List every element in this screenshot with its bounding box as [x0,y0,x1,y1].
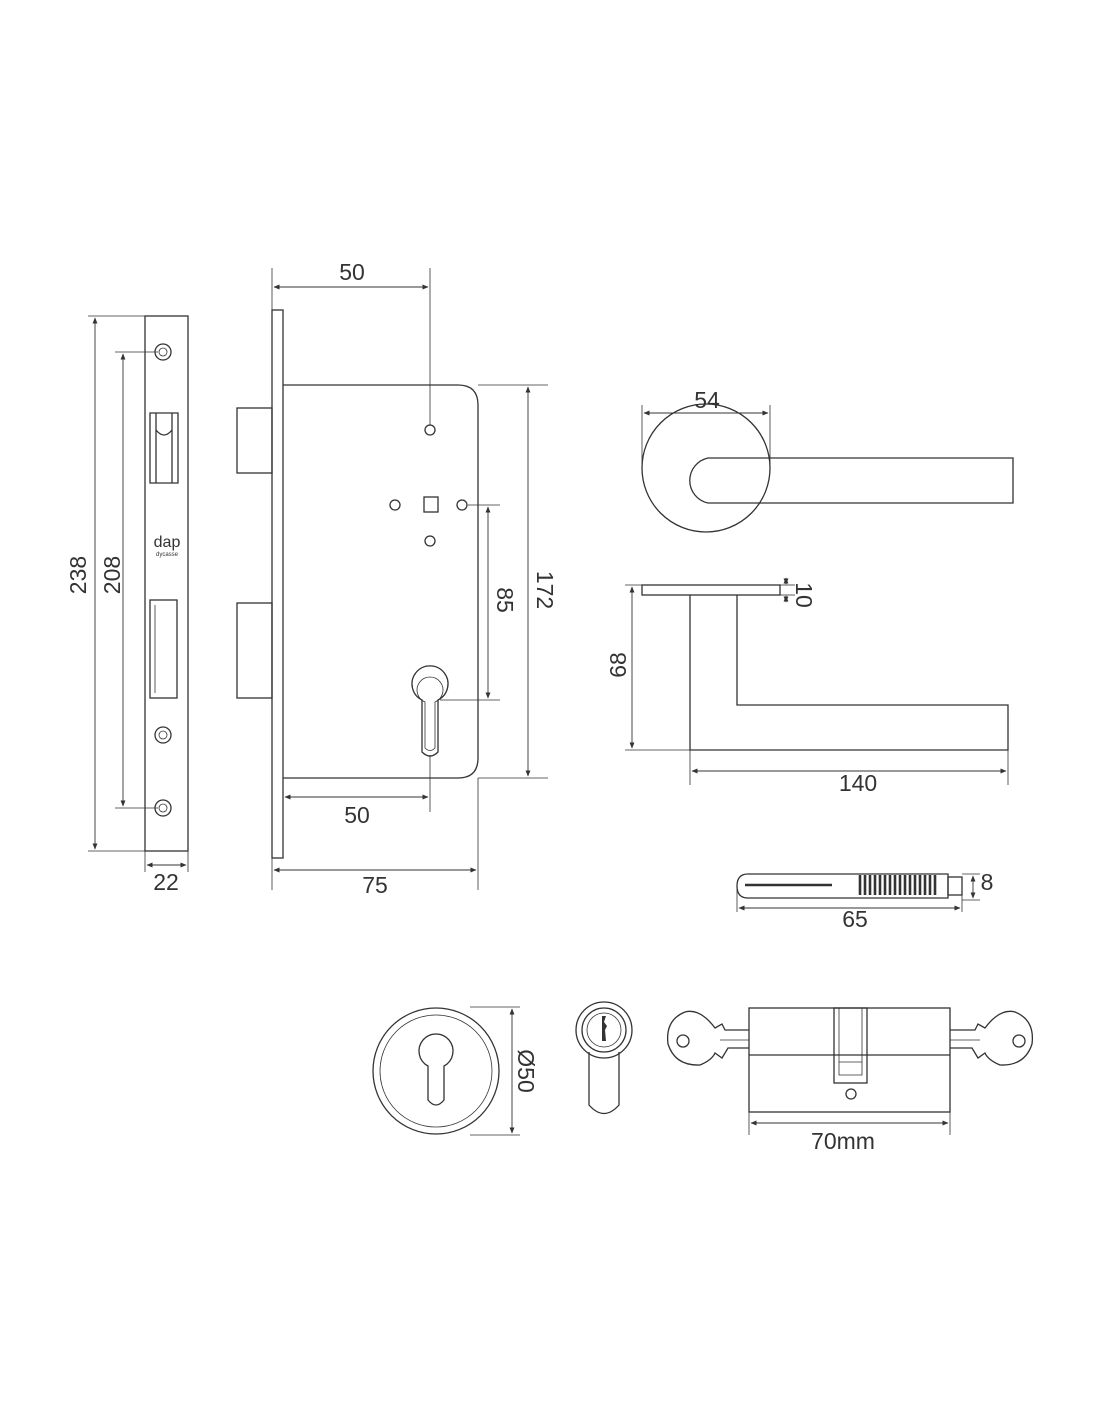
dim-75: 75 [362,872,388,898]
dim-85: 85 [492,587,518,613]
dim-diameter-50: Ø50 [513,1049,539,1092]
lockcase-dimensions: 50 172 85 50 75 [271,259,558,898]
key-right-icon [950,1010,1034,1066]
dim-172: 172 [532,571,558,609]
brand-logo: dap [154,534,181,551]
lever-front-view: 54 [641,387,1014,533]
faceplate-dimensions: 238 208 22 [65,315,189,895]
dim-70mm: 70mm [811,1128,875,1154]
key-left-icon [666,1010,749,1066]
dim-8: 8 [981,869,994,895]
brand-logo-sub: dycasse [156,552,179,558]
lever-side-view: 10 68 140 [605,577,1009,796]
cylinder-front-view [575,1001,633,1115]
spindle: 8 65 [736,869,994,932]
dim-10: 10 [791,582,817,608]
dim-65: 65 [842,906,868,932]
cylinder-dimension: 70mm [748,1112,951,1154]
dim-backset-50: 50 [339,259,365,285]
faceplate: dap dycasse [144,315,189,852]
cylinder-side-view [748,1007,951,1113]
dim-22: 22 [153,869,179,895]
dim-cyl-backset-50: 50 [344,802,370,828]
dim-140: 140 [839,770,877,796]
dim-208: 208 [99,556,125,594]
dim-68: 68 [605,652,631,678]
dim-238: 238 [65,556,91,594]
escutcheon: Ø50 [372,1006,539,1136]
lockcase [236,309,479,859]
dim-54: 54 [694,387,720,413]
